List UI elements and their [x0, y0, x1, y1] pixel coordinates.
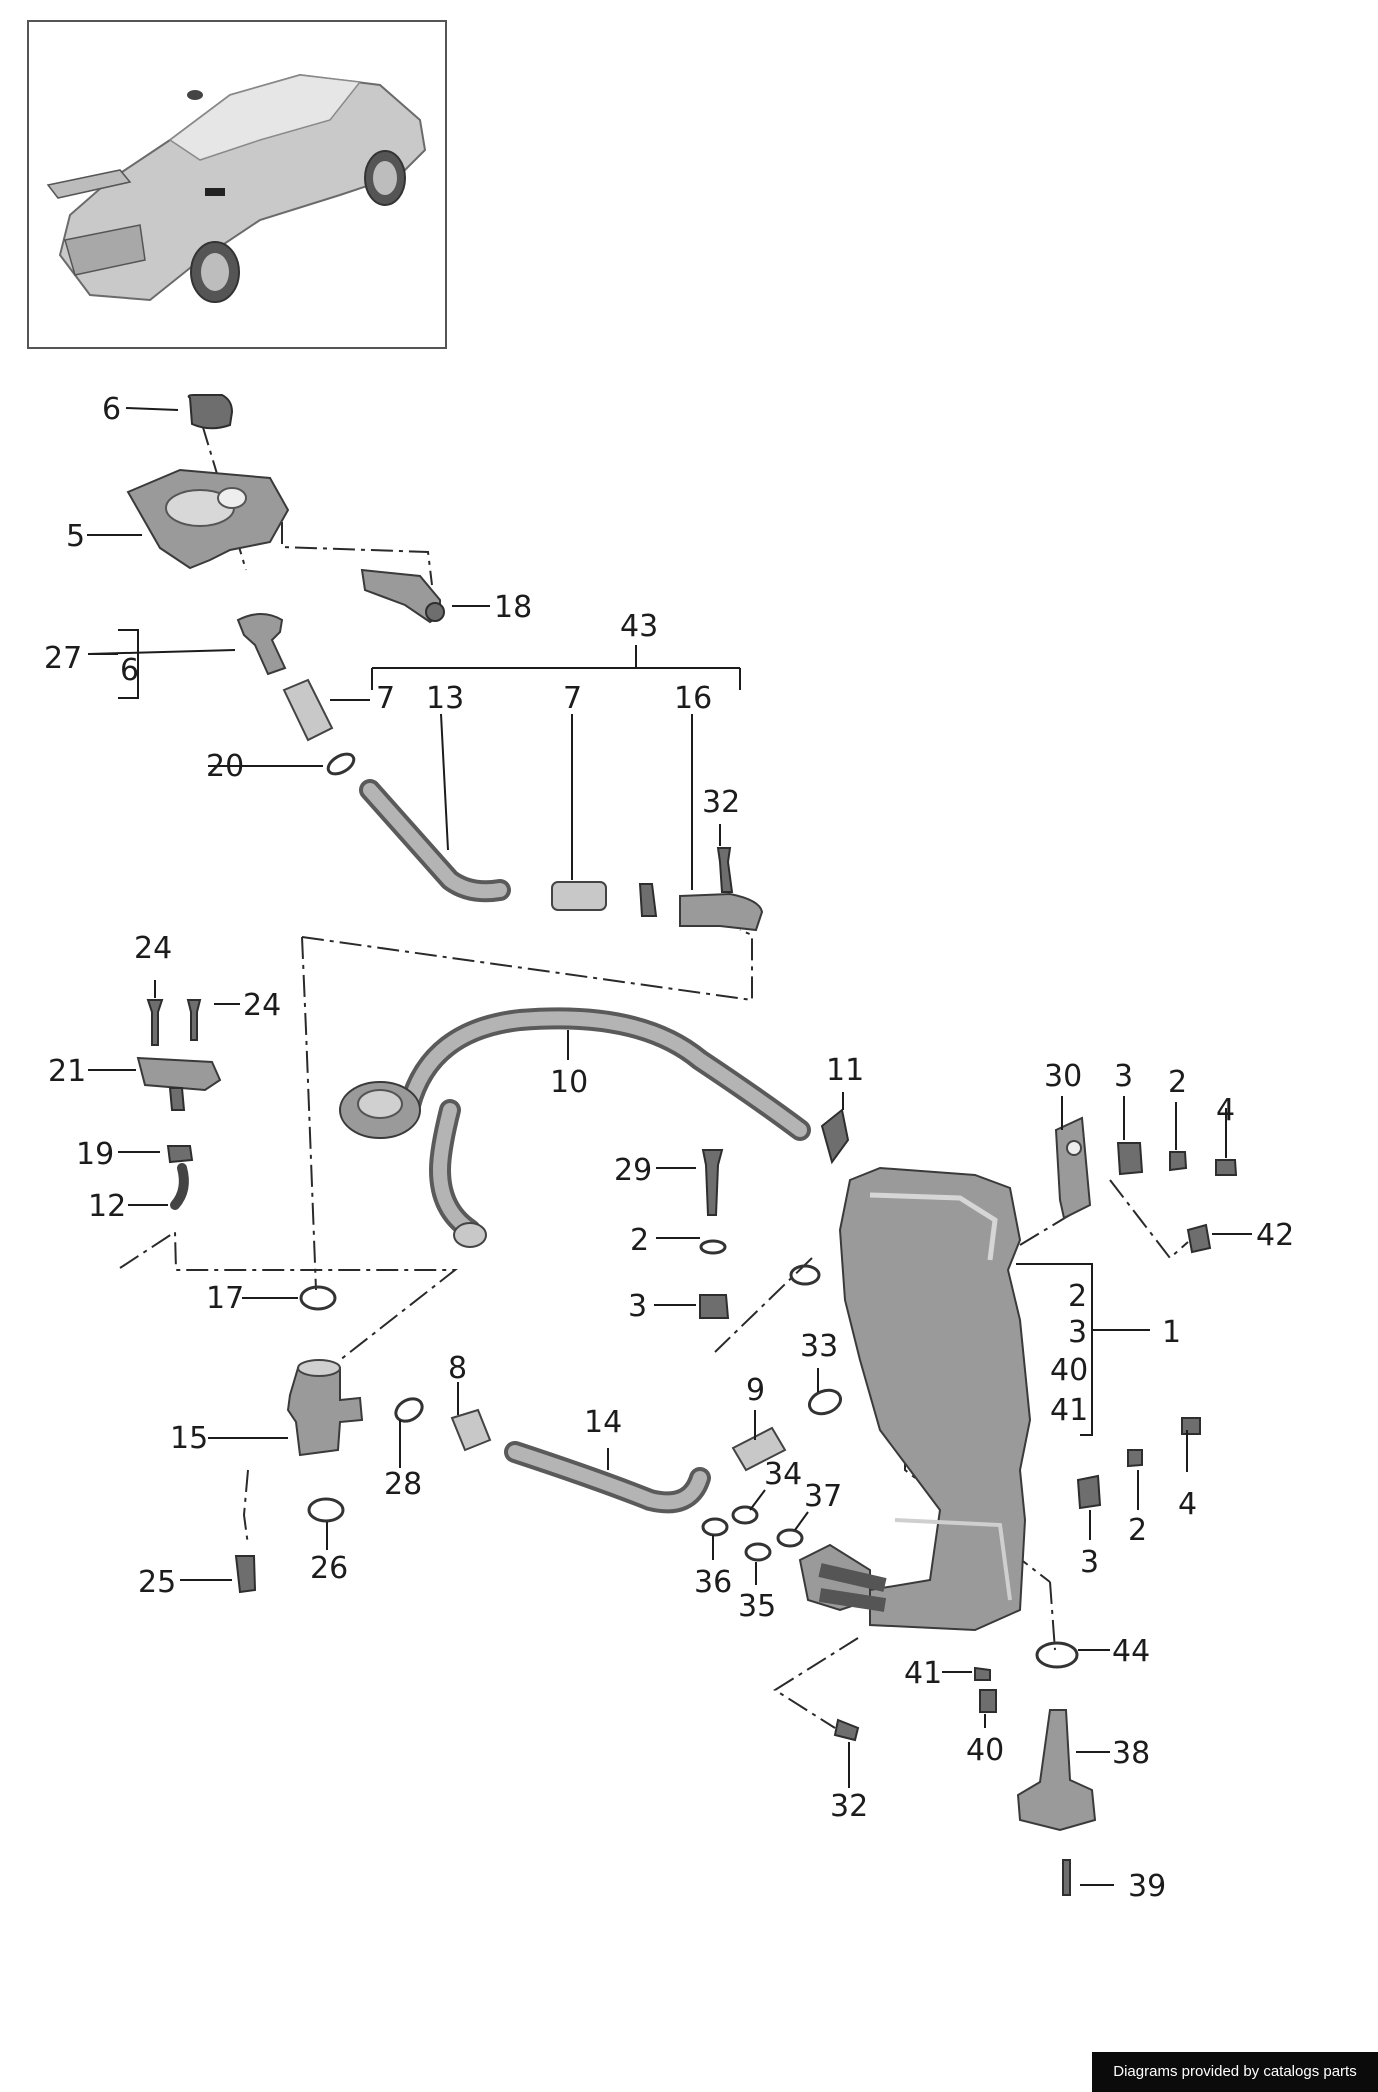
elbow-16-part [679, 892, 764, 932]
sleeve-8-part [450, 1408, 492, 1452]
cap-part [187, 394, 234, 430]
callout-6-sub: 6 [120, 653, 139, 688]
callout-40-tank: 40 [1050, 1353, 1088, 1388]
callout-27: 27 [44, 641, 82, 676]
callout-41-tank: 41 [1050, 1393, 1088, 1428]
sleeve-7b-part [551, 881, 607, 911]
callout-2-tank: 2 [1068, 1279, 1087, 1314]
callout-17: 17 [206, 1281, 244, 1316]
car-illustration [46, 73, 427, 303]
callout-20: 20 [206, 749, 244, 784]
credit-badge: Diagrams provided by catalogs parts [1092, 2052, 1378, 2092]
callout-12: 12 [88, 1189, 126, 1224]
callout-43: 43 [620, 609, 658, 644]
callout-36: 36 [694, 1565, 732, 1600]
sleeve-9-part [731, 1426, 787, 1472]
callout-18: 18 [494, 590, 532, 625]
callout-33: 33 [800, 1329, 838, 1364]
tank-part [838, 1166, 1032, 1632]
callout-26: 26 [310, 1551, 348, 1586]
callout-3-mid: 3 [628, 1289, 647, 1324]
callout-13: 13 [426, 681, 464, 716]
callout-6: 6 [102, 392, 121, 427]
callout-32: 32 [702, 785, 740, 820]
funnel-part [236, 613, 287, 676]
callout-19: 19 [76, 1137, 114, 1172]
callout-2-bottom: 2 [1128, 1513, 1147, 1548]
callout-24-b: 24 [243, 988, 281, 1023]
callout-14: 14 [584, 1405, 622, 1440]
housing-15-part [286, 1367, 364, 1457]
callout-37: 37 [804, 1479, 842, 1514]
callouts: 6 5 18 43 27 6 7 13 7 16 20 32 24 24 21 … [44, 392, 1294, 1904]
callout-39: 39 [1128, 1869, 1166, 1904]
callout-25: 25 [138, 1565, 176, 1600]
callout-3-tank: 3 [1068, 1315, 1087, 1350]
callout-41: 41 [904, 1656, 942, 1691]
callout-4-bottom: 4 [1178, 1487, 1197, 1522]
callout-38: 38 [1112, 1736, 1150, 1771]
callout-3: 3 [1114, 1059, 1133, 1094]
callout-21: 21 [48, 1054, 86, 1089]
callout-11: 11 [826, 1053, 864, 1088]
sensor-21-part [136, 1056, 222, 1092]
bracket-30-part [1054, 1116, 1092, 1220]
callout-29: 29 [614, 1153, 652, 1188]
callout-16: 16 [674, 681, 712, 716]
callout-3-bottom: 3 [1080, 1545, 1099, 1580]
callout-15: 15 [170, 1421, 208, 1456]
callout-5: 5 [66, 519, 85, 554]
callout-9: 9 [746, 1373, 765, 1408]
callout-40: 40 [966, 1733, 1004, 1768]
callout-32-bottom: 32 [830, 1789, 868, 1824]
callout-28: 28 [384, 1467, 422, 1502]
callout-8: 8 [448, 1351, 467, 1386]
sleeve-7-part [282, 678, 334, 742]
level-sensor-38-part [1016, 1709, 1097, 1832]
callout-4: 4 [1216, 1093, 1235, 1128]
callout-1: 1 [1162, 1315, 1181, 1350]
parts [126, 394, 1238, 1896]
callout-2-mid: 2 [630, 1223, 649, 1258]
callout-30: 30 [1044, 1059, 1082, 1094]
vehicle-thumbnail [27, 20, 447, 349]
callout-34: 34 [764, 1457, 802, 1492]
callout-44: 44 [1112, 1634, 1150, 1669]
leader-lines [87, 407, 1252, 1886]
callout-7-mid: 7 [563, 681, 582, 716]
callout-10: 10 [550, 1065, 588, 1100]
callout-35: 35 [738, 1589, 776, 1624]
callout-24: 24 [134, 931, 172, 966]
callout-2: 2 [1168, 1065, 1187, 1100]
callout-42: 42 [1256, 1218, 1294, 1253]
callout-7: 7 [376, 681, 395, 716]
